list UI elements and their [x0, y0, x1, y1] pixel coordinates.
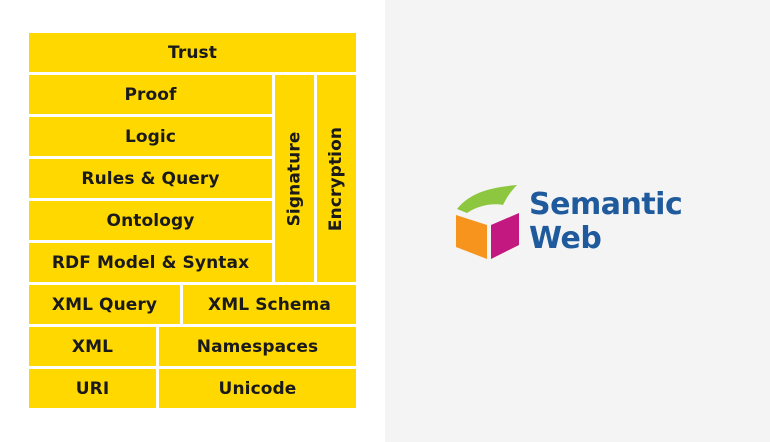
layer-namespaces: Namespaces [159, 327, 356, 366]
semantic-web-cube-icon [456, 185, 519, 259]
logo-panel [385, 0, 770, 442]
layer-encryption: Encryption [317, 75, 356, 282]
semantic-web-wordmark: Semantic Web [529, 187, 683, 256]
layer-trust: Trust [29, 33, 356, 72]
layer-unicode: Unicode [159, 369, 356, 408]
cube-right-face [491, 213, 519, 259]
signature-label: Signature [284, 131, 305, 226]
layer-rules-query: Rules & Query [29, 159, 272, 198]
encryption-label: Encryption [326, 126, 347, 231]
layer-proof: Proof [29, 75, 272, 114]
layer-ontology: Ontology [29, 201, 272, 240]
layer-xml-schema: XML Schema [183, 285, 356, 324]
layer-rdf-model-syntax: RDF Model & Syntax [29, 243, 272, 282]
cube-left-face [456, 215, 487, 259]
layer-uri: URI [29, 369, 156, 408]
layer-logic: Logic [29, 117, 272, 156]
cube-top-leaf [457, 185, 517, 213]
layer-xml-query: XML Query [29, 285, 180, 324]
wordmark-line-1: Semantic [529, 187, 683, 222]
layer-signature: Signature [275, 75, 314, 282]
wordmark-line-2: Web [529, 221, 602, 256]
layer-xml: XML [29, 327, 156, 366]
